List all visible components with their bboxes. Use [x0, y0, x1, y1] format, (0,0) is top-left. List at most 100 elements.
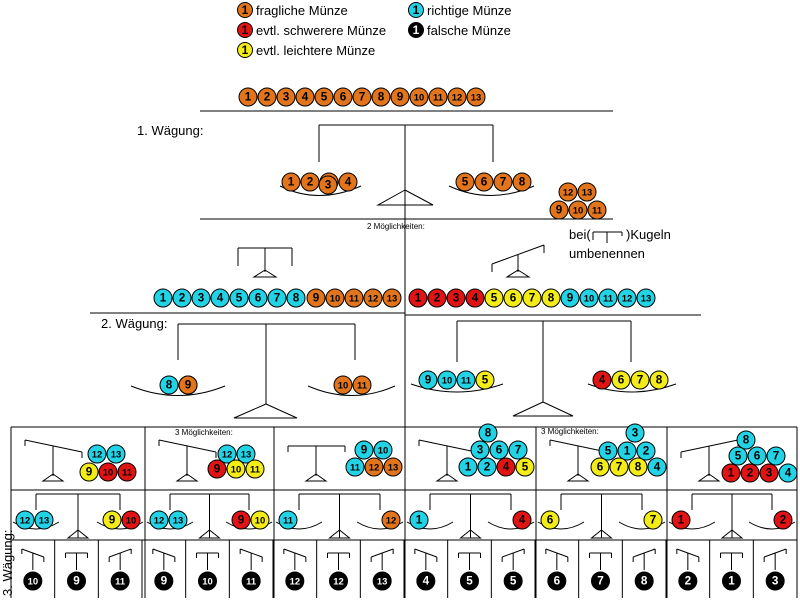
w3-group-coin-yellow	[590, 457, 610, 477]
coin-label: 6	[510, 292, 517, 305]
coin-label: 12	[154, 516, 165, 527]
row2-right-coin-red	[427, 288, 447, 308]
top-coin-orange	[314, 87, 334, 107]
aside-coin-orange	[558, 182, 578, 202]
coin-label: 3	[453, 292, 460, 305]
weighing-2-label: 2. Wägung:	[101, 316, 168, 331]
row2-right-coin-cyan	[560, 288, 580, 308]
w3-pan-coin-red	[121, 510, 141, 530]
top-coin-orange	[333, 87, 353, 107]
w3-group-coin-cyan	[625, 423, 645, 443]
legend-richtige: 1 richtige Münze	[408, 2, 512, 18]
w3-group-coin-red	[759, 463, 779, 483]
final-coin-black	[198, 571, 217, 591]
row2-left-coin-cyan	[286, 288, 306, 308]
coin-label: 13	[39, 516, 50, 527]
coin-label: 3	[632, 427, 639, 440]
legend-red-coin-icon: 1	[237, 22, 253, 38]
w3-group-coin-yellow	[609, 457, 629, 477]
row2-left-coin-orange	[363, 288, 383, 308]
legend-falsche-label: falsche Münze	[427, 22, 511, 38]
row2-right-coin-yellow	[522, 288, 542, 308]
coin-label: 1	[288, 176, 295, 189]
tilted-scale-icon-beam	[491, 244, 545, 265]
coin-label: 8	[548, 292, 555, 305]
w3-scale-base	[328, 529, 351, 539]
coin-label: 10	[584, 294, 595, 305]
coin-label: 7	[529, 292, 536, 305]
final-coin-black	[722, 571, 741, 591]
final-coin-black	[23, 571, 43, 591]
three-options-left-label: 3 Möglichkeiten:	[175, 428, 233, 437]
coin-label: 11	[592, 206, 602, 217]
final-coin-black	[329, 571, 348, 591]
w3-scale-icon-base	[566, 473, 590, 482]
coin-label: 10	[126, 516, 137, 527]
scale2b-left-pan	[410, 383, 504, 393]
legend-fragliche-label: fragliche Münze	[256, 2, 348, 18]
coin-label: 8	[293, 292, 300, 305]
coin-label: 13	[641, 294, 652, 305]
coin-label: 9	[556, 204, 563, 217]
w3-scale-icon-base	[697, 473, 721, 482]
coin-label: 6	[618, 374, 625, 387]
coin-label: 9	[238, 514, 245, 527]
w3-pan-coin-cyan	[149, 510, 169, 530]
legend-yellow-coin-icon: 1	[237, 42, 253, 58]
w3-group-coin-cyan	[728, 446, 748, 466]
coin-label: 9	[185, 379, 192, 392]
row2-left-coin-cyan	[267, 288, 287, 308]
top-coin-orange	[257, 87, 277, 107]
coin-label: 8	[656, 374, 663, 387]
legend-richtige-label: richtige Münze	[427, 2, 512, 18]
three-options-right-label: 3 Möglichkeiten:	[541, 427, 599, 436]
coin-label: 12	[622, 294, 633, 305]
coin-label: 2	[643, 445, 650, 458]
coin-label: 12	[386, 516, 397, 527]
coin-label: 11	[350, 463, 360, 474]
coin-label: 2	[179, 292, 186, 305]
coin-label: 10	[255, 516, 266, 527]
top-coin-orange	[295, 87, 315, 107]
final-coin-black	[634, 571, 654, 591]
w3-pan-coin-red	[231, 510, 251, 530]
scale2a-left-pan	[130, 385, 226, 396]
w2b-coin-red	[592, 370, 612, 390]
coin-label: 5	[491, 292, 498, 305]
weighing-1-label: 1. Wägung:	[137, 123, 204, 138]
legend-schwerere-label: evtl. schwerere Münze	[256, 22, 387, 38]
coin-label: 2	[780, 514, 787, 527]
coin-label: 3	[766, 467, 773, 480]
two-options-label: 2 Möglichkeiten:	[367, 222, 425, 231]
legend-orange-coin-icon: 1	[237, 2, 253, 18]
row2-right-coin-cyan	[579, 288, 599, 308]
coin-label: 8	[743, 434, 750, 447]
coin-label: 3	[477, 444, 484, 457]
final-coin-black	[154, 571, 174, 591]
coin-label: 10	[103, 468, 114, 479]
legend-fragliche: 1 fragliche Münze	[237, 2, 348, 18]
coin-label: 9	[161, 575, 168, 588]
final-coin-black	[285, 571, 305, 591]
w3-group-coin-cyan	[87, 444, 107, 464]
final-coin-black	[547, 571, 567, 591]
row2-right-coin-yellow	[484, 288, 504, 308]
w3-group-coin-cyan	[489, 440, 509, 460]
w1-right-coin-orange	[474, 172, 494, 192]
top-coin-orange	[238, 87, 258, 107]
w3-group-coin-cyan	[747, 446, 767, 466]
coin-label: 1	[728, 467, 735, 480]
coin-label: 9	[313, 292, 320, 305]
w3-group-coin-cyan	[217, 444, 237, 464]
row2-left-coin-cyan	[248, 288, 268, 308]
coin-label: 10	[338, 381, 349, 392]
coin-label: 10	[202, 577, 213, 588]
w2a-coin-orange	[352, 375, 372, 395]
coin-label: 12	[92, 450, 103, 461]
coin-label: 6	[754, 450, 761, 463]
row2-right-coin-cyan	[617, 288, 637, 308]
coin-label: 6	[554, 575, 561, 588]
top-coin-orange	[390, 87, 410, 107]
coin-label: 5	[466, 575, 473, 588]
w3-pan-coin-red	[512, 510, 532, 530]
